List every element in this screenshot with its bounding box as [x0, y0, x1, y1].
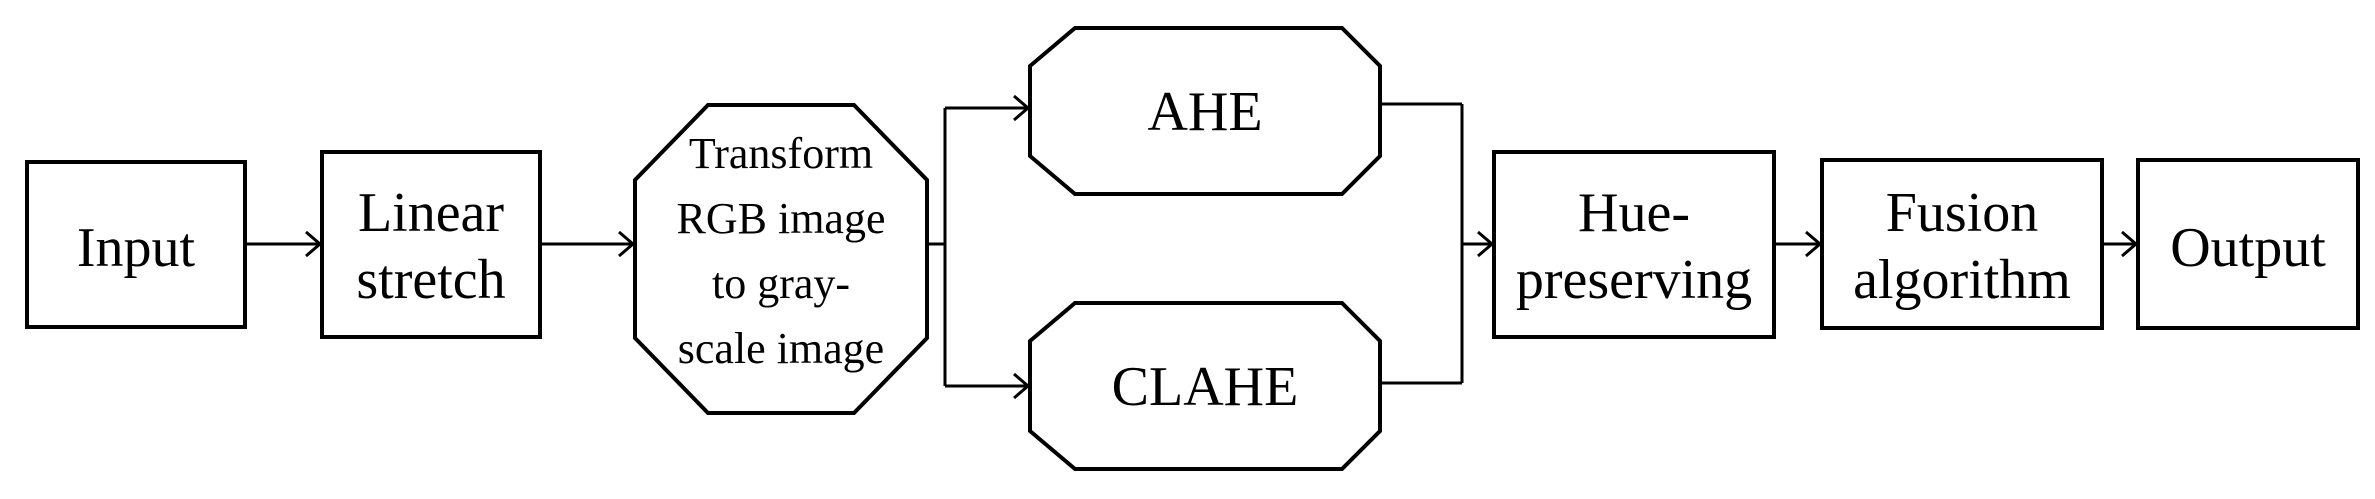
transform-label-line1: Transform — [689, 129, 873, 178]
fusion-label-line2: algorithm — [1853, 249, 2071, 311]
transform-label-line2: RGB image — [677, 194, 886, 243]
fusion-label-line1: Fusion — [1886, 182, 2039, 244]
hue-preserving-node: Hue- preserving — [1492, 150, 1776, 339]
transform-node: Transform RGB image to gray- scale image — [633, 103, 929, 415]
linear-stretch-node: Linear stretch — [320, 150, 542, 339]
arrow-linear-to-transform — [540, 230, 636, 258]
arrow-ahe-clahe-to-hue — [1380, 102, 1495, 385]
arrow-transform-to-ahe — [927, 94, 1031, 246]
input-label: Input — [77, 217, 196, 279]
clahe-node: CLAHE — [1028, 301, 1382, 471]
transform-label-line4: scale image — [678, 324, 884, 373]
arrow-transform-to-clahe — [943, 244, 1031, 400]
hue-preserving-label-line1: Hue- — [1578, 182, 1690, 244]
arrow-input-to-linear — [245, 230, 323, 258]
ahe-label: AHE — [1147, 81, 1262, 143]
fusion-node: Fusion algorithm — [1820, 158, 2104, 330]
linear-stretch-label-line2: stretch — [356, 249, 505, 311]
transform-label-line3: to gray- — [712, 259, 850, 308]
output-node: Output — [2136, 158, 2360, 330]
arrow-fusion-to-output — [2102, 230, 2139, 258]
arrow-hue-to-fusion — [1774, 230, 1823, 258]
ahe-node: AHE — [1028, 26, 1382, 196]
linear-stretch-label-line1: Linear — [358, 182, 504, 244]
input-node: Input — [25, 160, 247, 329]
output-label: Output — [2170, 217, 2326, 279]
clahe-label: CLAHE — [1112, 356, 1299, 418]
hue-preserving-label-line2: preserving — [1516, 249, 1752, 311]
